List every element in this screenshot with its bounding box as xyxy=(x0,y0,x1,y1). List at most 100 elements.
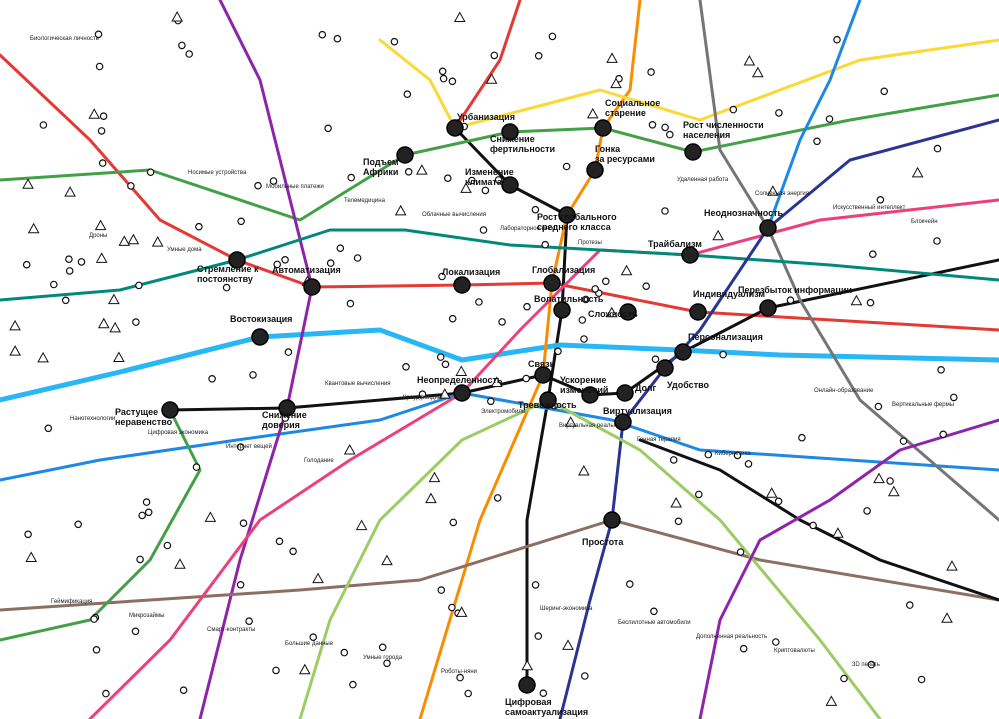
hub-marker xyxy=(554,302,570,318)
station-dot xyxy=(741,646,747,652)
station-dot xyxy=(476,299,482,305)
hub-label: Глобализация xyxy=(532,265,595,275)
station-dot xyxy=(934,238,940,244)
station-dot xyxy=(62,297,68,303)
station-label: Искусственный интеллект xyxy=(833,204,906,211)
station-dot xyxy=(440,68,446,74)
station-dot xyxy=(887,478,893,484)
station-dot xyxy=(310,634,316,640)
station-label: Протезы xyxy=(578,240,602,246)
hub-marker xyxy=(587,162,603,178)
terminal-triangle xyxy=(833,528,843,537)
hub-label: Тревожность xyxy=(518,400,577,410)
hub-marker xyxy=(162,402,178,418)
station-dot xyxy=(238,218,244,224)
terminal-triangle xyxy=(205,512,215,521)
station-label: Онлайн-образование xyxy=(814,387,874,394)
hub-label: климата xyxy=(465,177,503,187)
station-label: Носимые устройства xyxy=(188,169,247,176)
station-dot xyxy=(491,52,497,58)
station-dot xyxy=(290,548,296,554)
station-label: Квантовые вычисления xyxy=(325,381,391,387)
hub-marker xyxy=(675,344,691,360)
hub-label: неравенство xyxy=(115,417,173,427)
hub-marker xyxy=(519,677,535,693)
terminal-triangle xyxy=(430,473,440,482)
station-dot xyxy=(540,690,546,696)
hub-acceleration: Ускорениеизменений xyxy=(560,375,608,403)
station-dot xyxy=(627,581,633,587)
station-dot xyxy=(196,224,202,230)
station-label: Генная терапия xyxy=(637,437,681,443)
terminal-triangle xyxy=(89,109,99,118)
terminal-triangle xyxy=(753,68,763,77)
station-dot xyxy=(128,183,134,189)
hub-label: за ресурсами xyxy=(595,154,655,164)
station-dot xyxy=(730,106,736,112)
station-dot xyxy=(93,647,99,653)
station-dot xyxy=(579,317,585,323)
hub-label: Растущее xyxy=(115,407,158,417)
station-dot xyxy=(499,319,505,325)
hub-convenience: Удобство xyxy=(657,360,710,390)
station-label: Микрозаймы xyxy=(129,612,164,619)
terminal-triangle xyxy=(579,466,589,475)
station-dot xyxy=(877,197,883,203)
station-label: Геймификация xyxy=(51,598,92,605)
hub-label: Волатильность xyxy=(534,294,604,304)
hub-marker xyxy=(615,414,631,430)
station-dot xyxy=(25,531,31,537)
station-label: Вертикальные фермы xyxy=(892,402,954,408)
station-dot xyxy=(273,667,279,673)
station-dot xyxy=(542,242,548,248)
hub-label: Трайбализм xyxy=(648,239,702,249)
station-dot xyxy=(250,372,256,378)
hub-label: Неоднозначность xyxy=(704,208,784,218)
hub-self-actualization: Цифроваясамоактуализация xyxy=(505,677,588,717)
station-dot xyxy=(480,227,486,233)
station-label: Дополненная реальность xyxy=(696,634,767,640)
station-label: Интернет вещей xyxy=(226,443,272,450)
station-dot xyxy=(209,376,215,382)
station-dot xyxy=(193,464,199,470)
hub-trust-decline: Снижениедоверия xyxy=(262,400,307,430)
terminal-triangle xyxy=(23,179,33,188)
hub-label: Ускорение xyxy=(560,375,606,385)
station-label: Краудфандинг xyxy=(403,395,444,401)
station-dot xyxy=(100,160,106,166)
station-dot xyxy=(440,75,446,81)
hub-debt: Долг xyxy=(617,383,657,401)
terminal-triangle xyxy=(767,488,777,497)
hub-label: Снижение xyxy=(490,134,535,144)
station-dot xyxy=(334,36,340,42)
station-dot xyxy=(24,262,30,268)
station-dot xyxy=(325,125,331,131)
station-dot xyxy=(662,124,668,130)
hub-marker xyxy=(454,277,470,293)
station-dot xyxy=(450,519,456,525)
station-dot xyxy=(495,495,501,501)
terminal-triangle xyxy=(10,321,20,330)
station-dot xyxy=(918,676,924,682)
terminal-triangle xyxy=(874,474,884,483)
station-label: Беспилотные автомобили xyxy=(618,620,691,626)
station-dot xyxy=(380,644,386,650)
station-dot xyxy=(136,282,142,288)
hub-marker xyxy=(604,512,620,528)
station-dot xyxy=(457,674,463,680)
terminal-triangle xyxy=(114,353,124,362)
station-dot xyxy=(348,174,354,180)
hub-marker xyxy=(397,147,413,163)
station-dot xyxy=(445,175,451,181)
station-dot xyxy=(696,491,702,497)
terminal-triangle xyxy=(622,266,632,275)
station-dot xyxy=(671,457,677,463)
hub-label: постоянству xyxy=(197,274,253,284)
station-label: Шеринг-экономика xyxy=(540,606,593,612)
hub-label: Персонализация xyxy=(688,332,763,342)
station-label: Роботы-няни xyxy=(441,669,477,675)
hub-label: Связь xyxy=(528,359,556,369)
terminal-triangle xyxy=(522,661,532,670)
station-dot xyxy=(391,39,397,45)
